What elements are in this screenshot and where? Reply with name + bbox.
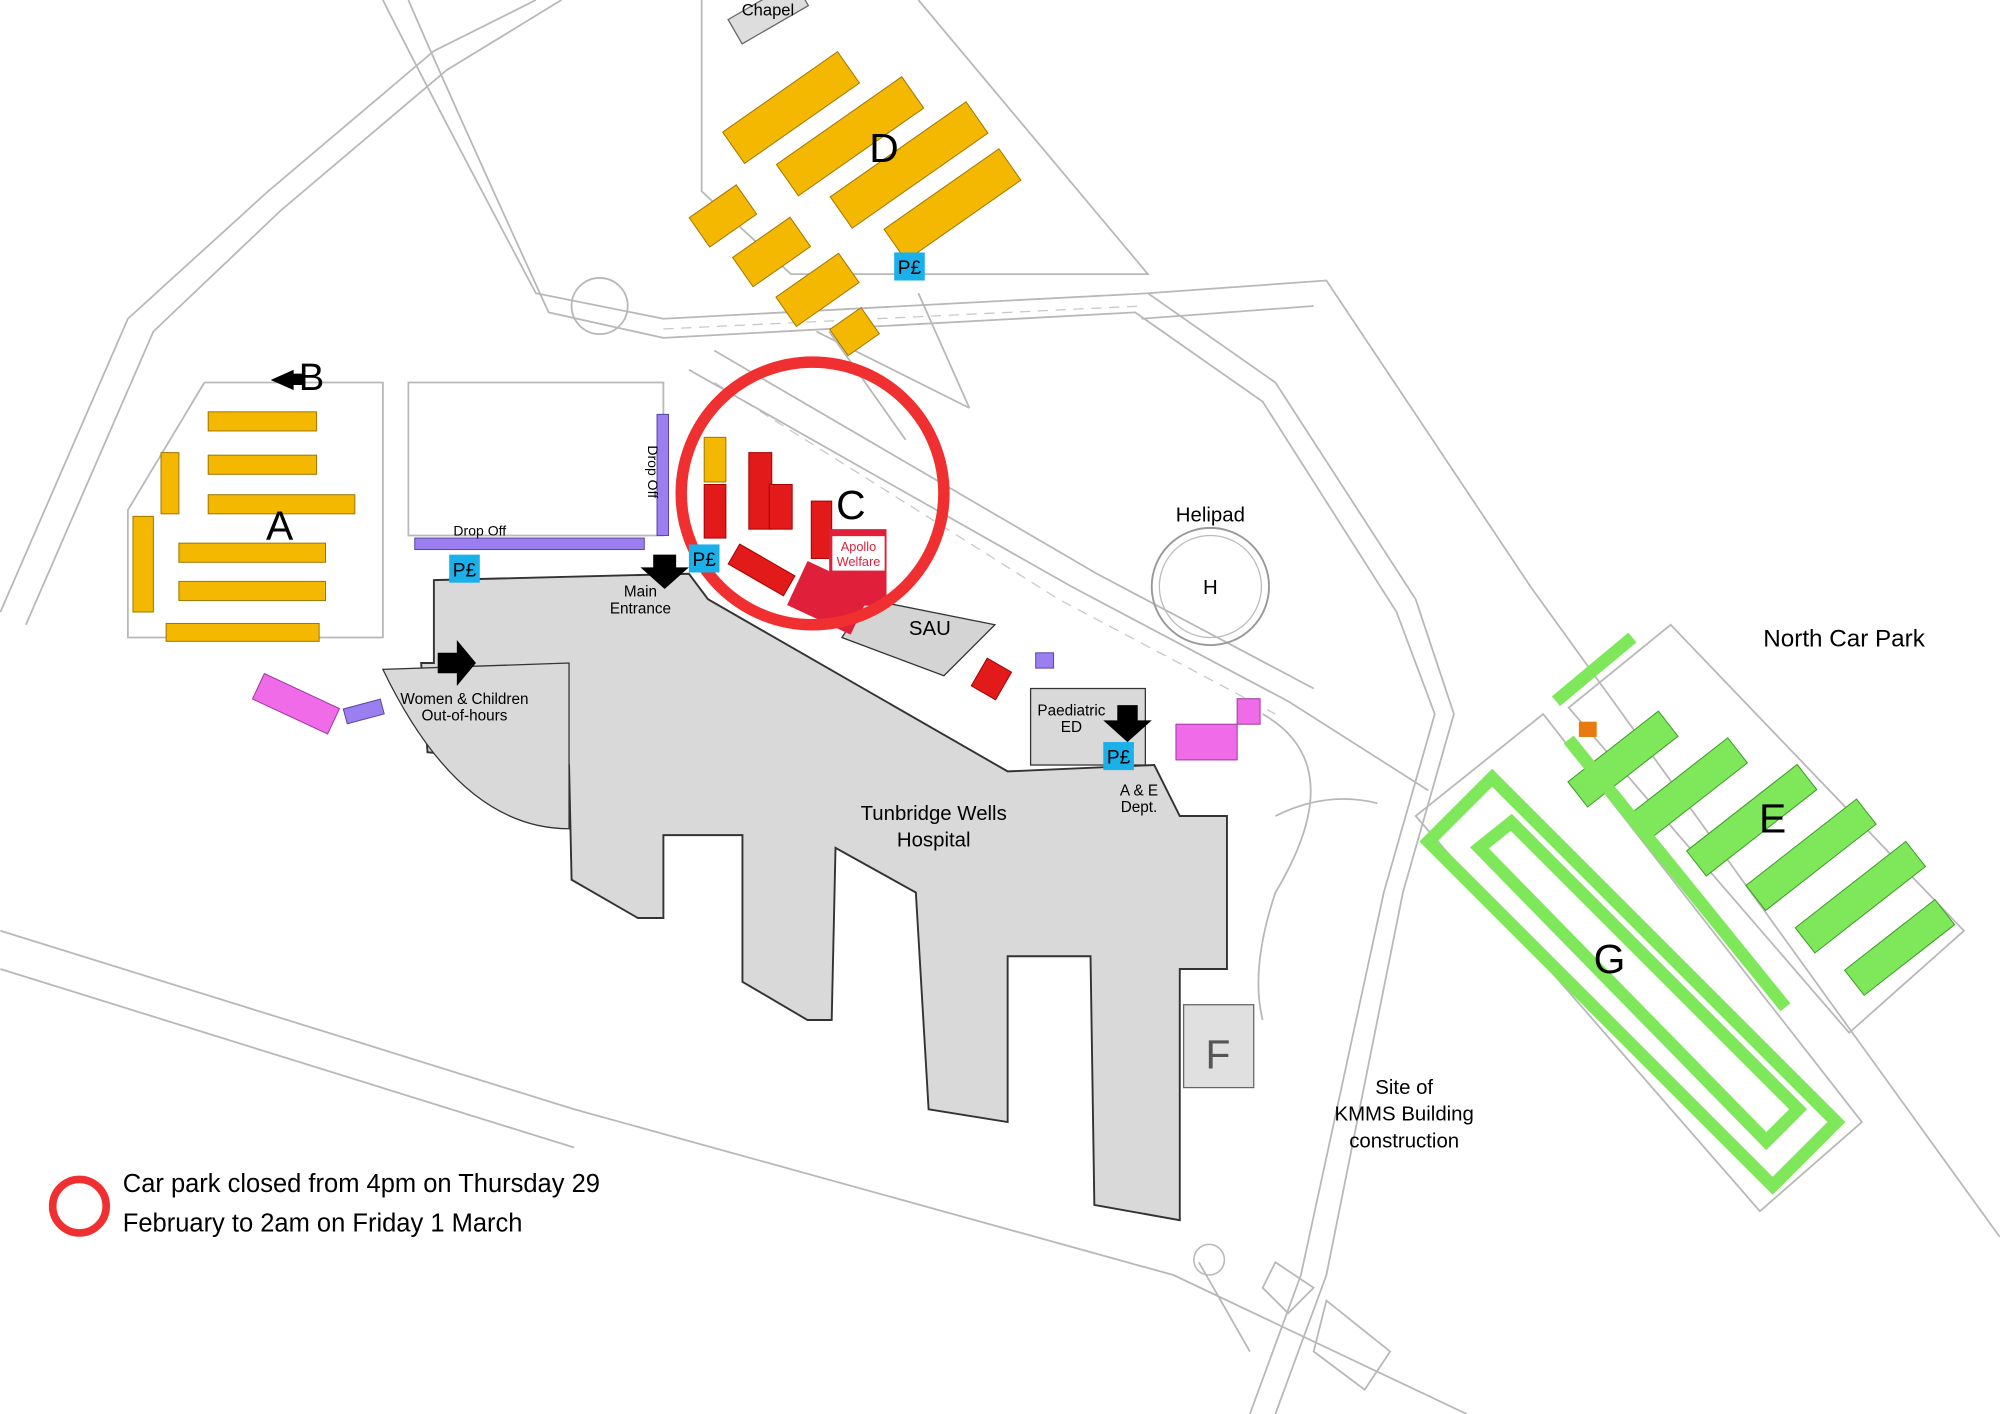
main-entrance-label-1: Main xyxy=(624,584,657,601)
pay-station-d[interactable]: P£ xyxy=(894,252,925,281)
car-park-b-label: B xyxy=(299,356,325,399)
closure-ring xyxy=(675,356,950,631)
roundabout-south xyxy=(1193,1243,1226,1276)
ev-charging-bay xyxy=(1578,721,1597,737)
women-children-arrow-icon xyxy=(437,640,476,686)
chapel-building xyxy=(727,0,810,45)
hospital-label-1: Tunbridge Wells xyxy=(861,803,1007,825)
car-park-c-label: C xyxy=(836,482,865,528)
car-park-e xyxy=(1567,710,1956,997)
legend: Car park closed from 4pm on Thursday 29 … xyxy=(48,1170,600,1238)
helipad-mark: H xyxy=(1203,577,1218,599)
ae-label-1: A & E xyxy=(1120,783,1158,800)
north-car-park-label: North Car Park xyxy=(1763,625,1925,652)
ae-arrow-icon xyxy=(1103,705,1152,743)
drop-off-bays xyxy=(414,413,670,551)
hospital-label-2: Hospital xyxy=(897,830,971,852)
legend-line-1: Car park closed from 4pm on Thursday 29 xyxy=(123,1170,600,1198)
helipad: H xyxy=(1150,526,1270,647)
building-f xyxy=(1182,1004,1255,1089)
car-park-d-label: D xyxy=(869,125,898,171)
pay-station-a[interactable]: P£ xyxy=(449,554,480,583)
pay-station-label: P£ xyxy=(1107,748,1131,769)
car-park-g-label: G xyxy=(1594,936,1626,982)
car-park-a-label: A xyxy=(266,502,294,548)
paediatric-ed-label-2: ED xyxy=(1061,719,1082,736)
car-park-a xyxy=(132,411,356,642)
helipad-label: Helipad xyxy=(1176,504,1245,526)
car-park-e-row-north xyxy=(1551,632,1637,707)
apollo-welfare-label-2: Welfare xyxy=(837,554,881,569)
pay-station-c[interactable]: P£ xyxy=(688,544,720,573)
paediatric-ed-label-1: Paediatric xyxy=(1037,702,1105,719)
pay-station-label: P£ xyxy=(898,258,922,279)
car-park-f-label: F xyxy=(1206,1031,1231,1077)
chapel-label: Chapel xyxy=(742,0,795,19)
women-children-label-1: Women & Children xyxy=(400,691,528,708)
kmms-label-2: KMMS Building xyxy=(1334,1104,1473,1126)
kmms-label-1: Site of xyxy=(1375,1077,1433,1099)
disabled-bays xyxy=(251,652,1261,761)
car-park-g xyxy=(1419,768,1846,1195)
main-entrance-label-2: Entrance xyxy=(610,600,671,617)
car-park-d xyxy=(688,50,1022,357)
hospital-building xyxy=(420,572,1228,1222)
pay-station-label: P£ xyxy=(453,560,477,581)
drop-off-label: Drop Off xyxy=(453,523,506,539)
car-park-b-arrow-icon xyxy=(270,369,303,391)
car-park-e-label: E xyxy=(1759,796,1786,842)
main-entrance-arrow-icon xyxy=(640,554,689,590)
ae-label-2: Dept. xyxy=(1121,799,1158,816)
pay-station-label: P£ xyxy=(693,550,717,571)
pay-station-ae[interactable]: P£ xyxy=(1103,742,1134,771)
drop-off-vertical-label: Drop Off xyxy=(645,445,661,498)
legend-line-2: February to 2am on Friday 1 March xyxy=(123,1210,523,1238)
sau-label: SAU xyxy=(909,618,951,640)
legend-closure-ring-icon xyxy=(48,1175,111,1237)
apollo-welfare-label-1: Apollo xyxy=(841,539,876,554)
roundabout xyxy=(570,277,629,335)
kmms-label-3: construction xyxy=(1349,1131,1459,1153)
car-park-e-row xyxy=(1563,735,1791,1012)
women-children-label-2: Out-of-hours xyxy=(422,707,508,724)
women-children-wing xyxy=(381,662,570,830)
